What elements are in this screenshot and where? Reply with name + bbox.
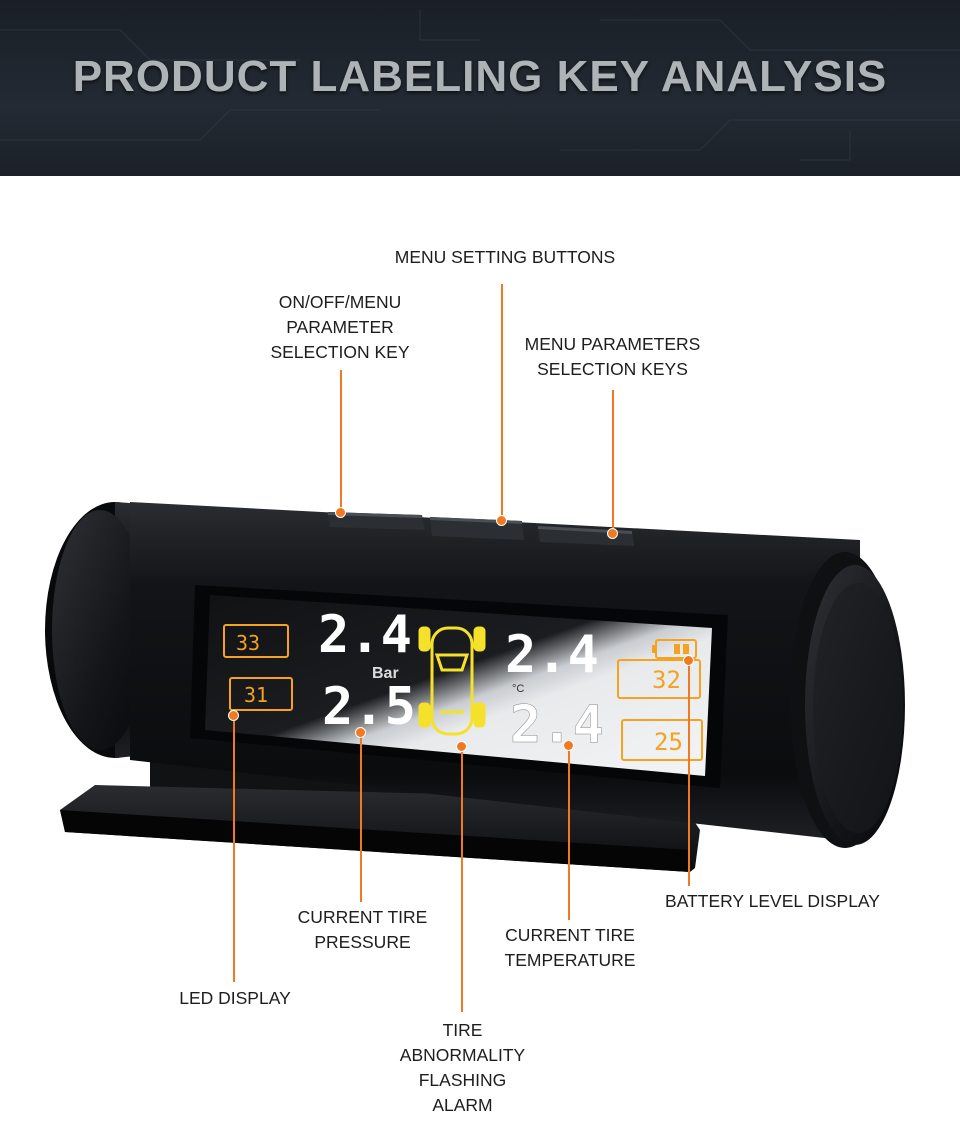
lcd-screen xyxy=(205,595,712,776)
callout-line-alarm xyxy=(461,746,463,1012)
temp-rl: 31 xyxy=(244,683,268,707)
callout-line-on-off-key xyxy=(340,370,342,512)
callout-line-pressure xyxy=(360,732,362,902)
callout-dot-alarm xyxy=(456,741,467,752)
label-line: SELECTION KEYS xyxy=(537,359,688,379)
label-led-display: LED DISPLAY xyxy=(160,986,310,1011)
label-line: ABNORMALITY xyxy=(399,1045,526,1065)
callout-line-led xyxy=(233,715,235,982)
temp-fr: 32 xyxy=(652,666,681,694)
label-line: CURRENT TIRE xyxy=(505,925,635,945)
callout-dot-pressure xyxy=(355,727,366,738)
label-text: BATTERY LEVEL DISPLAY xyxy=(665,891,880,911)
callout-dot-led xyxy=(228,710,239,721)
right-end-cap xyxy=(790,552,905,848)
temp-box-rr xyxy=(621,719,703,761)
pressure-fr: 2.4 xyxy=(505,625,599,685)
callout-line-battery xyxy=(688,660,690,886)
label-menu-setting-buttons: MENU SETTING BUTTONS xyxy=(380,245,630,270)
callout-line-param-keys xyxy=(612,390,614,533)
label-alarm: TIRE ABNORMALITY FLASHING ALARM xyxy=(380,1018,545,1118)
label-line: TIRE xyxy=(442,1020,483,1040)
temp-unit-icon: °C xyxy=(512,683,524,695)
header-banner: PRODUCT LABELING KEY ANALYSIS xyxy=(0,0,960,176)
label-line: CURRENT TIRE xyxy=(297,907,428,927)
label-param-keys: MENU PARAMETERS SELECTION KEYS xyxy=(505,332,720,382)
banner-texture xyxy=(0,10,960,161)
callout-line-temperature xyxy=(568,745,570,920)
pressure-unit: Bar xyxy=(372,665,399,682)
callout-dot-menu-buttons xyxy=(496,515,507,526)
temp-fl: 33 xyxy=(236,631,260,655)
temp-box-rl xyxy=(229,677,293,711)
car-icon xyxy=(418,626,486,736)
label-line: ON/OFF/MENU xyxy=(278,292,402,312)
temp-rr: 25 xyxy=(654,728,683,756)
pressure-fl: 2.4 xyxy=(318,605,412,665)
label-battery: BATTERY LEVEL DISPLAY xyxy=(655,889,890,914)
label-text: LED DISPLAY xyxy=(179,988,291,1008)
temp-box-fr xyxy=(617,659,701,699)
temp-box-fl xyxy=(223,624,289,658)
label-line: ALARM xyxy=(432,1095,493,1115)
label-line: PARAMETER xyxy=(286,317,394,337)
callout-dot-param-keys xyxy=(607,528,618,539)
pressure-rl: 2.5 xyxy=(322,677,416,737)
label-line: MENU PARAMETERS xyxy=(524,334,701,354)
label-line: SELECTION KEY xyxy=(270,342,410,362)
temp-boxes xyxy=(223,624,703,761)
label-line: TEMPERATURE xyxy=(504,950,636,970)
callout-dot-temperature xyxy=(563,740,574,751)
page-title: PRODUCT LABELING KEY ANALYSIS xyxy=(72,52,888,101)
pressure-rr: 2.4 xyxy=(510,695,604,755)
label-temperature: CURRENT TIRE TEMPERATURE xyxy=(490,923,650,973)
callout-line-menu-buttons xyxy=(501,284,503,520)
battery-icon xyxy=(652,639,697,659)
label-line: FLASHING xyxy=(418,1070,507,1090)
label-line: PRESSURE xyxy=(314,932,411,952)
callout-dot-battery xyxy=(683,655,694,666)
label-on-off-key: ON/OFF/MENU PARAMETER SELECTION KEY xyxy=(245,290,435,365)
callout-dot-on-off-key xyxy=(335,507,346,518)
label-pressure: CURRENT TIRE PRESSURE xyxy=(280,905,445,955)
label-text: MENU SETTING BUTTONS xyxy=(394,247,616,267)
